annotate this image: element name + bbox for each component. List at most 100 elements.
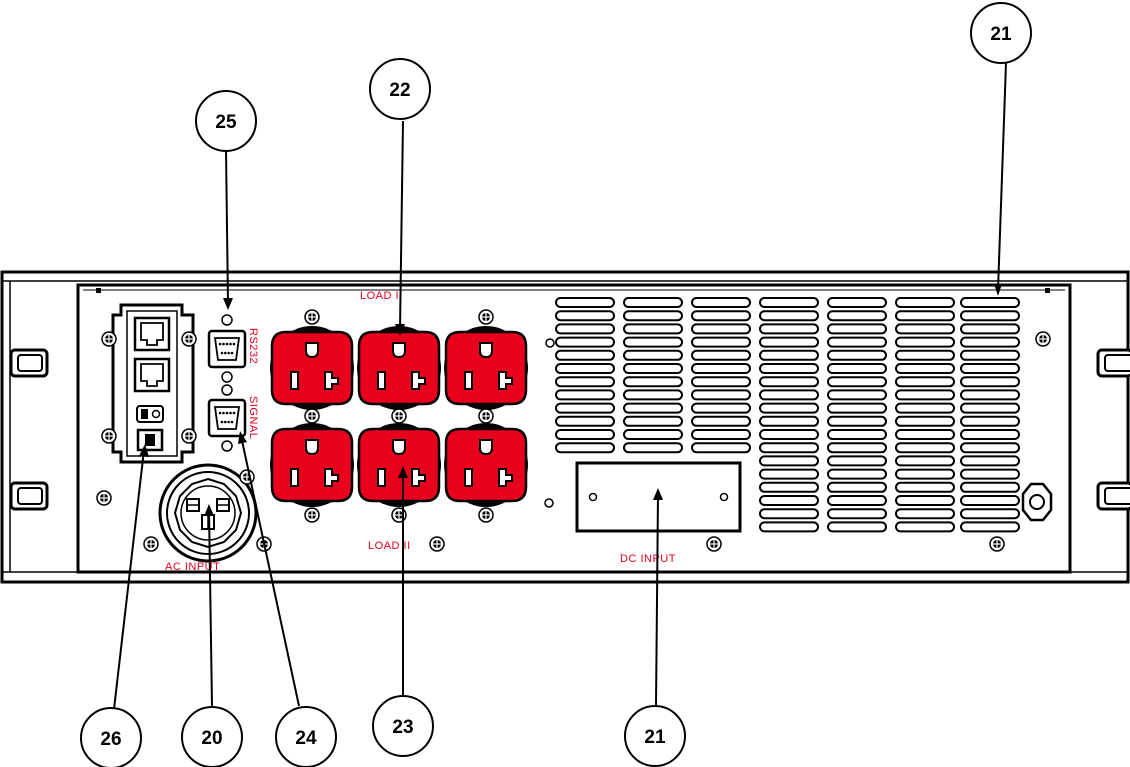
vent-slot [827, 521, 887, 533]
network-port-2 [133, 357, 171, 393]
vent-slot [555, 442, 615, 454]
vent-slot [759, 495, 819, 506]
vent-slot [827, 442, 887, 454]
vent-slot [555, 336, 615, 348]
vent-slot [623, 323, 683, 335]
vent-slot [623, 376, 683, 388]
leader-lines [113, 62, 1007, 710]
vent-slot [759, 415, 819, 427]
vent-slot [895, 336, 955, 348]
callout-26: 26 [80, 707, 142, 767]
vent-slot [759, 468, 819, 480]
rack-ear-right [1096, 348, 1130, 511]
vent-slot [623, 336, 683, 348]
outlet [355, 324, 443, 412]
vent-slot [827, 495, 887, 506]
vent-slot [960, 508, 1020, 520]
callout-20-text: 20 [201, 728, 222, 749]
callout-20: 20 [181, 706, 243, 767]
vent-slot [827, 415, 887, 427]
vent-slot [759, 455, 819, 467]
vent-slot [895, 376, 955, 388]
vent-slot [960, 481, 1020, 493]
vent-slot [960, 349, 1020, 361]
vent-slot [759, 402, 819, 414]
callout-22-text: 22 [389, 80, 410, 101]
vent-slot [895, 495, 955, 506]
network-port-1 [133, 316, 171, 352]
vent-slot [759, 310, 819, 322]
callout-23-text: 23 [392, 717, 413, 738]
vent-slot [895, 442, 955, 454]
vent-slot [827, 481, 887, 493]
vent-slot [691, 415, 751, 427]
vent-slot [691, 336, 751, 348]
callout-21-bottom: 21 [624, 705, 686, 767]
vent-slot [555, 389, 615, 401]
vent-slot [895, 349, 955, 361]
rack-ear-left [0, 272, 49, 582]
outlet [268, 324, 356, 412]
vent-slot [960, 336, 1020, 348]
vent-slot [691, 310, 751, 322]
dip-switch [136, 405, 164, 423]
load-1-label: LOAD I [360, 290, 399, 302]
signal-label: SIGNAL [247, 396, 259, 439]
vent-slot [960, 297, 1020, 308]
vent-slot [827, 349, 887, 361]
vent-slot [895, 363, 955, 374]
dc-input-label: DC INPUT [620, 553, 676, 565]
vent-slot [691, 389, 751, 401]
vent-slot [827, 455, 887, 467]
vent-slot [827, 508, 887, 520]
vent-slot [895, 481, 955, 493]
vent-slot [827, 310, 887, 322]
vent-slot [759, 429, 819, 440]
callout-21-top: 21 [970, 2, 1032, 64]
vent-slot [960, 402, 1020, 414]
callout-24: 24 [275, 706, 337, 767]
vent-slot [895, 429, 955, 440]
vent-slot [895, 402, 955, 414]
vent-slot [960, 415, 1020, 427]
vent-slot [691, 429, 751, 440]
rs232-port: RS232 [207, 314, 259, 383]
load-2-label: LOAD II [368, 540, 411, 552]
vent-slot [895, 415, 955, 427]
vent-slot [555, 363, 615, 374]
vent-slot [960, 442, 1020, 454]
vent-slot [623, 389, 683, 401]
vent-slot [691, 363, 751, 374]
vent-slot [623, 415, 683, 427]
vent-slot [759, 508, 819, 520]
vent-slot [960, 455, 1020, 467]
ventilation-grille [555, 297, 1020, 533]
vent-slot [895, 323, 955, 335]
vent-slot [691, 376, 751, 388]
outlet-group-load-1: LOAD I [268, 290, 530, 412]
vent-slot [827, 363, 887, 374]
callout-25-text: 25 [215, 112, 237, 133]
vent-slot [623, 349, 683, 361]
vent-slot [623, 297, 683, 308]
vent-slot [555, 376, 615, 388]
vent-slot [960, 310, 1020, 322]
vent-slot [691, 402, 751, 414]
vent-slot [759, 389, 819, 401]
rs232-label: RS232 [247, 328, 259, 364]
vent-slot [827, 402, 887, 414]
vent-slot [960, 363, 1020, 374]
vent-slot [827, 336, 887, 348]
callout-24-text: 24 [295, 728, 317, 749]
outlet [442, 421, 530, 509]
vent-slot [960, 468, 1020, 480]
vent-slot [827, 389, 887, 401]
vent-slot [555, 429, 615, 440]
vent-slot [827, 323, 887, 335]
vent-slot [895, 508, 955, 520]
vent-slot [555, 310, 615, 322]
vent-slot [827, 468, 887, 480]
vent-slot [623, 363, 683, 374]
outlet [268, 421, 356, 509]
